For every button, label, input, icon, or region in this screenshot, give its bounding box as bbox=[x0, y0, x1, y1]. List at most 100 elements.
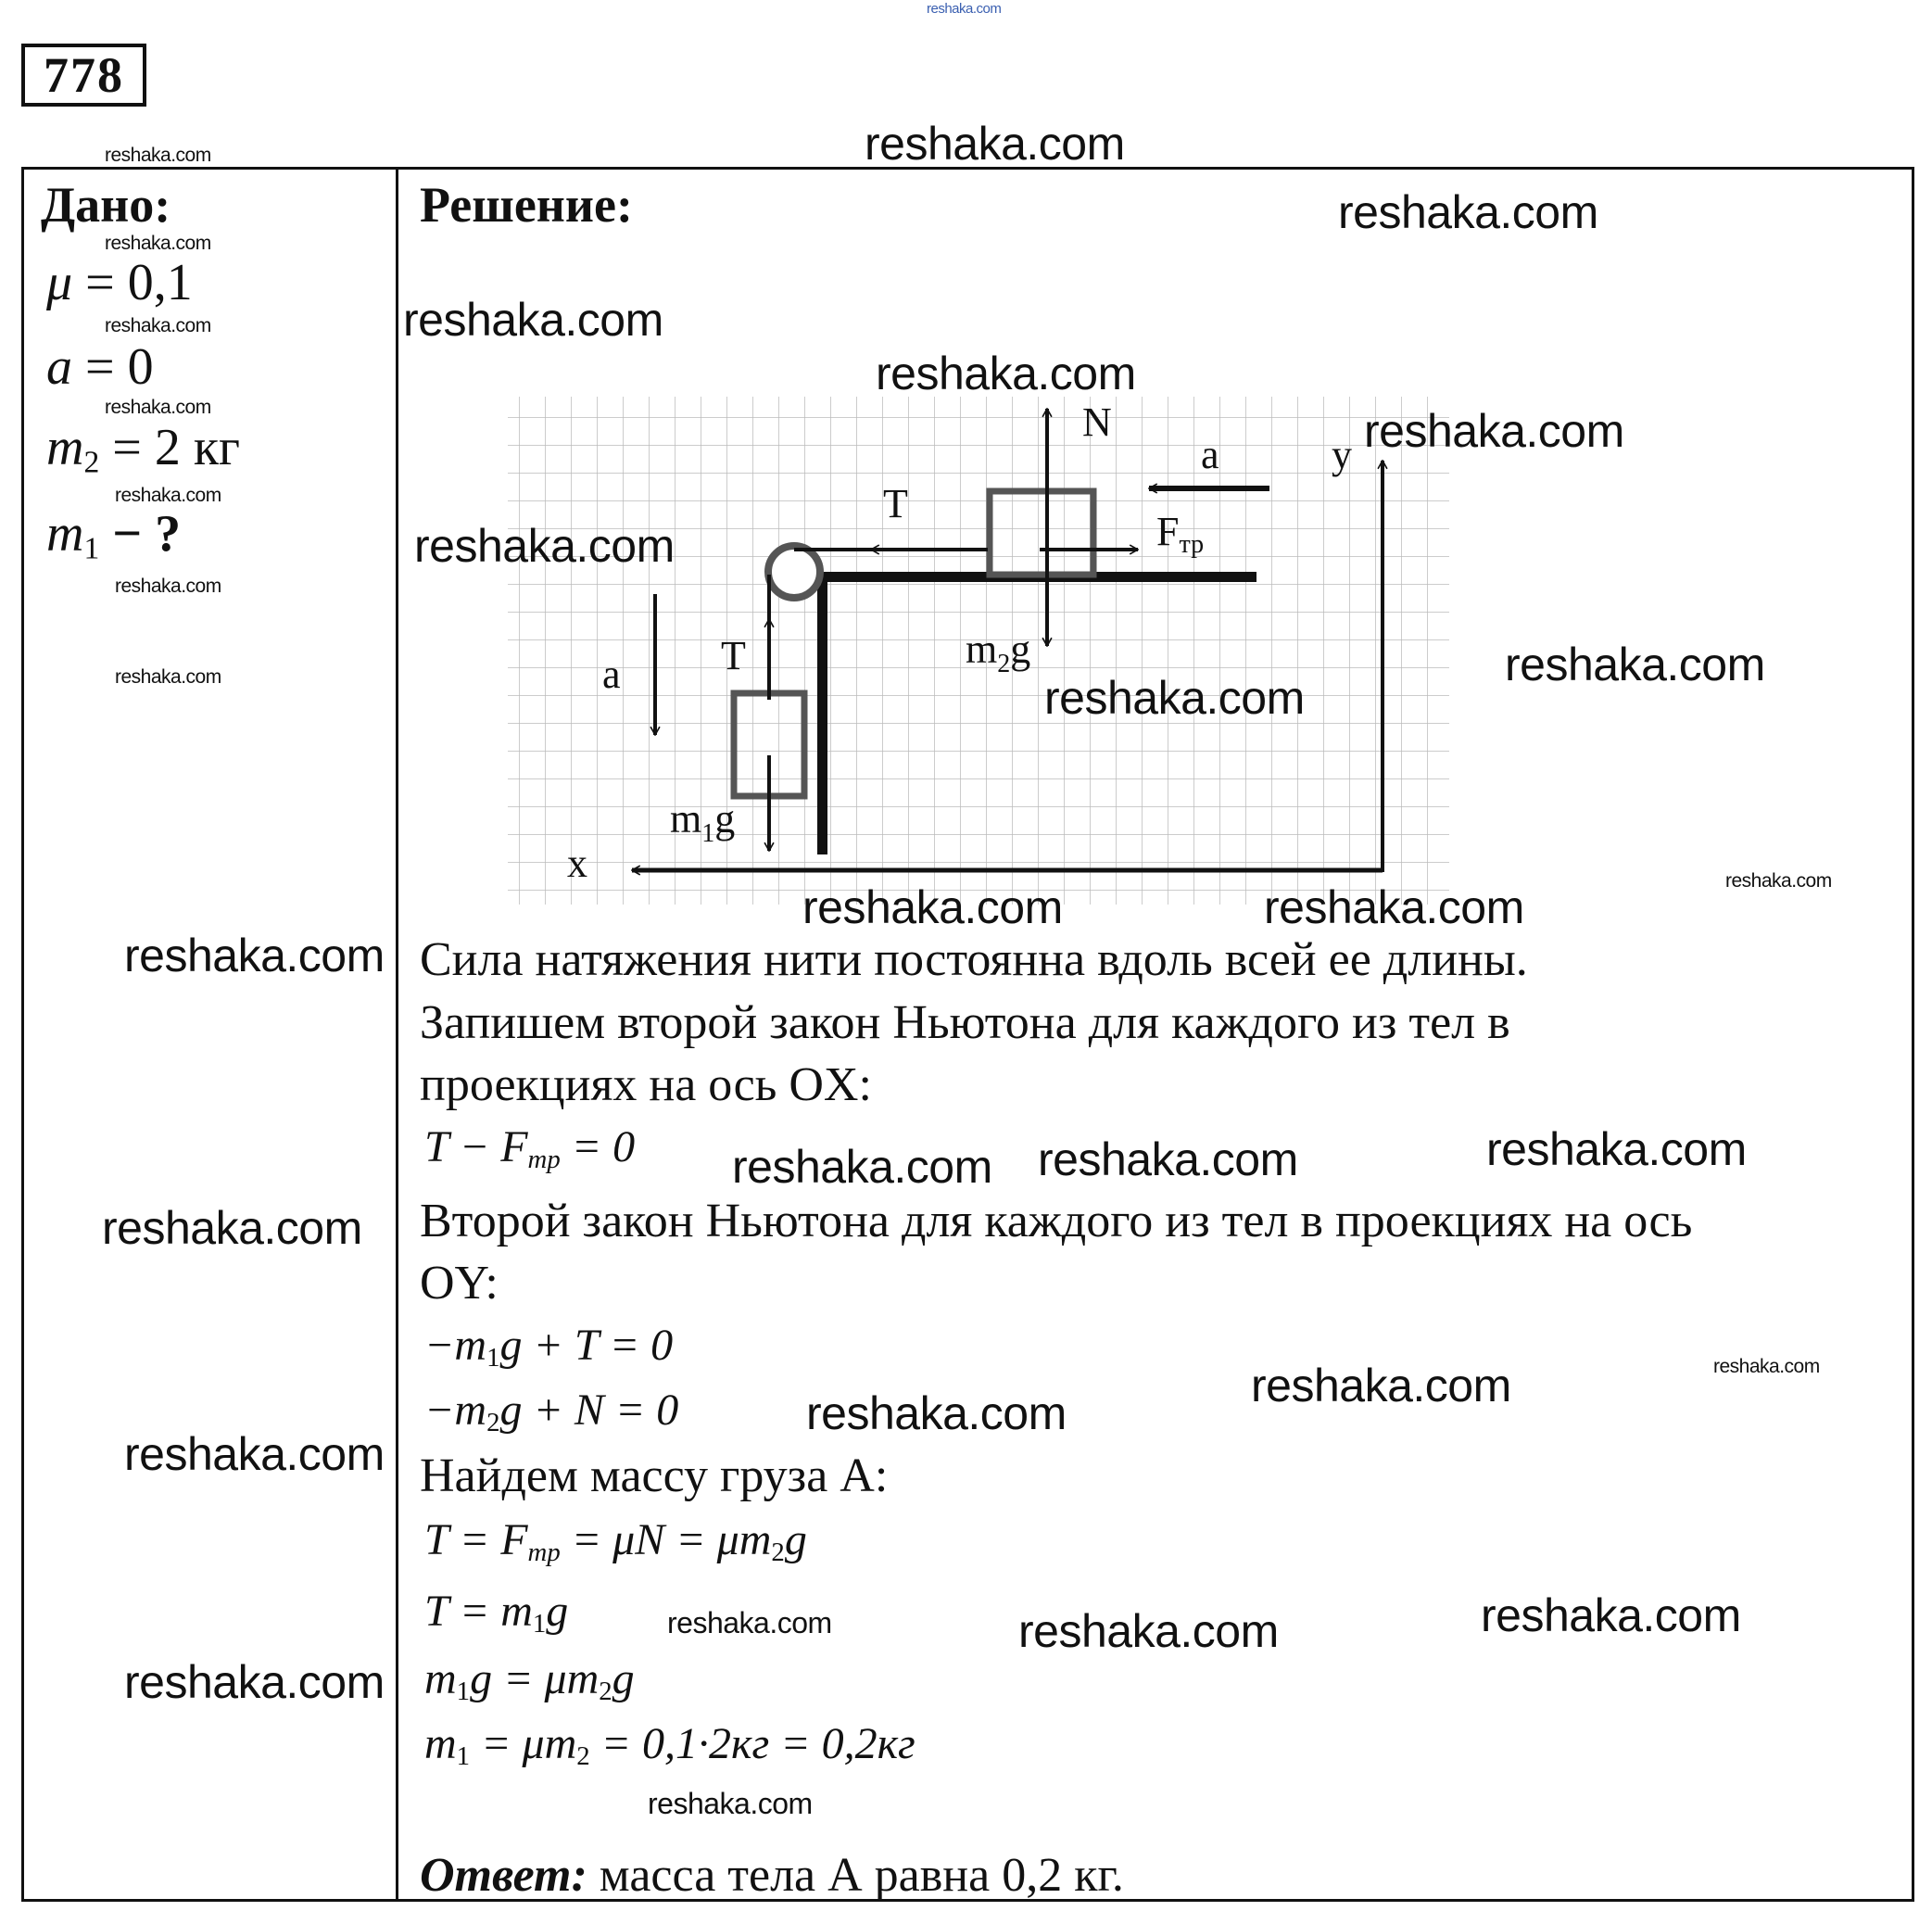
watermark: reshaka.com bbox=[806, 1387, 1067, 1439]
watermark: reshaka.com bbox=[1038, 1133, 1298, 1185]
equation-6: m1g = μm2g bbox=[424, 1657, 635, 1705]
watermark: reshaka.com bbox=[1338, 186, 1598, 238]
equation-7: m1 = μm2 = 0,1·2кг = 0,2кг bbox=[424, 1722, 915, 1770]
label-N: N bbox=[1082, 399, 1112, 445]
eq4-part: g bbox=[784, 1515, 807, 1564]
label-m1g-g: g bbox=[714, 796, 735, 842]
watermark: reshaka.com bbox=[115, 576, 221, 597]
eq1-sub: тр bbox=[527, 1145, 561, 1175]
label-F-friction: Fтр bbox=[1156, 509, 1204, 559]
watermark: reshaka.com bbox=[876, 348, 1136, 399]
eq4-sub: 2 bbox=[771, 1538, 785, 1568]
watermark: reshaka.com bbox=[105, 315, 211, 336]
eq2-part: −m bbox=[424, 1321, 487, 1370]
watermark: reshaka.com bbox=[1713, 1356, 1820, 1377]
label-T-left: T bbox=[721, 633, 746, 678]
watermark: reshaka.com bbox=[1018, 1605, 1279, 1657]
eq7-sub: 2 bbox=[576, 1741, 590, 1772]
column-divider bbox=[396, 167, 398, 1902]
eq6-part: m bbox=[424, 1654, 457, 1703]
paragraph-2: Запишем второй закон Ньютона для каждого… bbox=[420, 996, 1510, 1049]
eq4-sub: тр bbox=[527, 1538, 561, 1568]
eq1-part: = 0 bbox=[560, 1122, 636, 1171]
a-value: = 0 bbox=[72, 338, 154, 396]
label-x: x bbox=[567, 841, 587, 886]
watermark: reshaka.com bbox=[1044, 672, 1305, 724]
eq2-sub: 1 bbox=[486, 1343, 500, 1373]
watermark: reshaka.com bbox=[1481, 1589, 1741, 1641]
paragraph-4: Второй закон Ньютона для каждого из тел … bbox=[420, 1195, 1693, 1247]
a-symbol: a bbox=[46, 338, 72, 396]
label-y: y bbox=[1332, 432, 1352, 477]
label-m2g-sub: 2 bbox=[997, 650, 1010, 678]
eq7-part: = μm bbox=[470, 1719, 577, 1768]
equation-3: −m2g + N = 0 bbox=[424, 1388, 678, 1436]
answer-label: Ответ: bbox=[420, 1849, 587, 1902]
watermark: reshaka.com bbox=[403, 294, 663, 346]
watermark: reshaka.com bbox=[124, 930, 385, 981]
eq4-part: = μN = μm bbox=[560, 1515, 772, 1564]
watermark: reshaka.com bbox=[802, 881, 1063, 933]
answer: Ответ: масса тела А равна 0,2 кг. bbox=[420, 1852, 1124, 1900]
watermark: reshaka.com bbox=[105, 145, 211, 166]
watermark: reshaka.com bbox=[648, 1787, 813, 1820]
watermark: reshaka.com bbox=[1505, 639, 1765, 690]
paragraph-5: OY: bbox=[420, 1257, 499, 1310]
eq5-part: g bbox=[546, 1587, 569, 1636]
watermark: reshaka.com bbox=[124, 1656, 385, 1708]
label-m1g-m: m bbox=[670, 796, 701, 842]
equation-2: −m1g + T = 0 bbox=[424, 1323, 673, 1372]
watermark: reshaka.com bbox=[124, 1428, 385, 1480]
label-T-top: T bbox=[883, 481, 908, 526]
watermark: reshaka.com bbox=[105, 233, 211, 254]
watermark: reshaka.com bbox=[115, 666, 221, 688]
label-a-top: a bbox=[1201, 432, 1219, 477]
eq7-part: = 0,1·2кг = 0,2кг bbox=[589, 1719, 915, 1768]
grid-background bbox=[508, 397, 1449, 905]
label-m2g: m2g bbox=[966, 626, 1030, 678]
equation-5: T = m1g bbox=[424, 1589, 568, 1638]
eq1-part: T − F bbox=[424, 1122, 528, 1171]
label-m1g: m1g bbox=[670, 796, 735, 848]
paragraph-6: Найдем массу груза А: bbox=[420, 1449, 889, 1502]
eq5-sub: 1 bbox=[532, 1609, 547, 1639]
label-F: F bbox=[1156, 509, 1179, 554]
solution-table bbox=[21, 167, 1914, 1902]
solution-heading: Решение: bbox=[420, 177, 633, 233]
eq6-part: g = μm bbox=[470, 1654, 600, 1703]
watermark: reshaka.com bbox=[1725, 870, 1832, 892]
watermark: reshaka.com bbox=[1364, 405, 1624, 457]
label-m2g-g: g bbox=[1010, 626, 1030, 672]
eq2-part: g + T = 0 bbox=[499, 1321, 674, 1370]
pulley bbox=[764, 542, 824, 601]
eq3-sub: 2 bbox=[486, 1408, 500, 1438]
label-a-left: a bbox=[602, 652, 621, 697]
watermark: reshaka.com bbox=[667, 1606, 832, 1639]
label-m1g-sub: 1 bbox=[701, 819, 714, 848]
m1-unknown: − ? bbox=[99, 505, 182, 563]
eq6-sub: 2 bbox=[599, 1677, 612, 1707]
watermark: reshaka.com bbox=[732, 1141, 992, 1193]
given-heading: Дано: bbox=[41, 177, 171, 233]
problem-number: 778 bbox=[21, 44, 146, 107]
watermark: reshaka.com bbox=[927, 1, 1002, 17]
watermark: reshaka.com bbox=[105, 397, 211, 418]
eq6-part: g bbox=[612, 1654, 635, 1703]
eq3-part: g + N = 0 bbox=[499, 1386, 679, 1435]
equation-4: T = Fтр = μN = μm2g bbox=[424, 1518, 807, 1566]
paragraph-1: Сила натяжения нити постоянна вдоль всей… bbox=[420, 933, 1528, 986]
table-leg bbox=[817, 572, 827, 854]
watermark: reshaka.com bbox=[1264, 881, 1524, 933]
eq4-part: T = F bbox=[424, 1515, 528, 1564]
eq7-part: m bbox=[424, 1719, 457, 1768]
mu-value: = 0,1 bbox=[72, 254, 193, 311]
given-m2: m2 = 2 кг bbox=[46, 422, 240, 478]
eq5-part: T = m bbox=[424, 1587, 533, 1636]
given-a: a = 0 bbox=[46, 341, 154, 393]
watermark: reshaka.com bbox=[1251, 1360, 1511, 1411]
m1-subscript: 1 bbox=[83, 531, 100, 566]
watermark: reshaka.com bbox=[865, 118, 1125, 170]
m2-subscript: 2 bbox=[83, 445, 100, 480]
watermark: reshaka.com bbox=[115, 485, 221, 506]
